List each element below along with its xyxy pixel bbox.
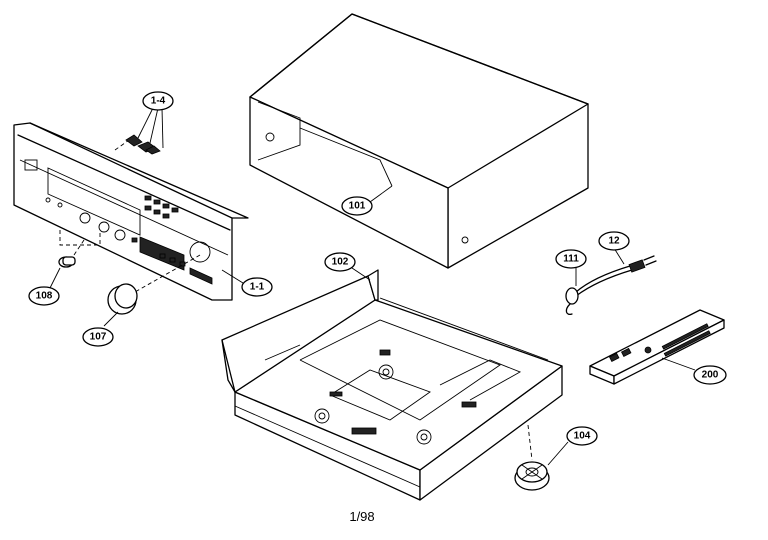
callout-chassis: 102 — [324, 252, 356, 272]
callout-foot: 104 — [566, 426, 598, 446]
callout-front-panel: 1-1 — [241, 277, 273, 297]
foot-part — [514, 461, 550, 491]
callout-cord-bushing: 111 — [555, 249, 587, 269]
callout-power-cord: 12 — [598, 231, 630, 251]
svg-text:1-4: 1-4 — [151, 96, 166, 107]
power-cord — [565, 255, 657, 316]
svg-text:101: 101 — [349, 201, 366, 212]
front-panel — [13, 122, 249, 301]
page-label: 1/98 — [349, 509, 374, 524]
svg-text:1-1: 1-1 — [250, 282, 265, 293]
svg-text:104: 104 — [574, 431, 591, 442]
callout-top-cover: 101 — [341, 196, 373, 216]
chassis — [221, 269, 563, 501]
svg-text:12: 12 — [608, 236, 620, 247]
top-cover — [249, 13, 589, 269]
svg-text:107: 107 — [90, 332, 107, 343]
front-panel-screws — [125, 134, 161, 155]
svg-text:102: 102 — [332, 257, 349, 268]
callout-knob: 107 — [82, 327, 114, 347]
callout-remote-control: 200 — [693, 365, 727, 385]
callout-button: 108 — [28, 286, 60, 306]
svg-text:200: 200 — [702, 370, 719, 381]
button-part — [58, 256, 76, 268]
knob-part — [107, 283, 138, 315]
callout-front-panel-screws: 1-4 — [142, 91, 174, 111]
svg-text:111: 111 — [563, 254, 579, 265]
svg-text:108: 108 — [36, 291, 53, 302]
remote-control — [589, 309, 725, 385]
